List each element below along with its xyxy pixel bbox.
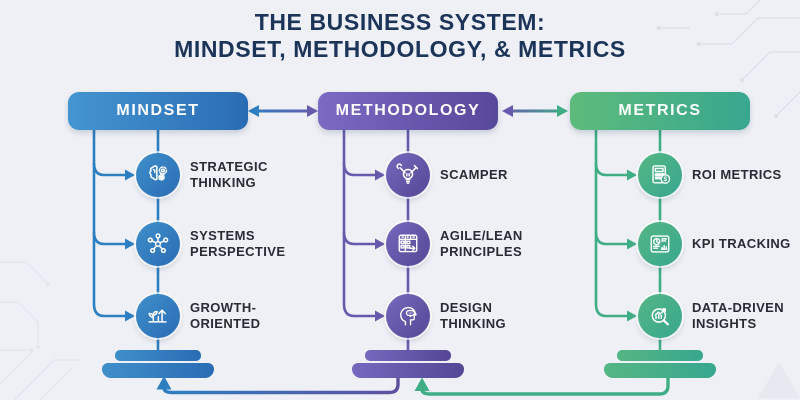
pill-mindset: MINDSET [68,92,248,130]
metrics-item2-circle [638,222,682,266]
mindset-item2-label: SYSTEMS PERSPECTIVE [190,228,286,259]
methodology-item1-label: SCAMPER [440,167,508,182]
page-title: THE BUSINESS SYSTEM: MINDSET, METHODOLOG… [0,9,800,63]
svg-text:$: $ [664,177,668,183]
mindset-item3-label: GROWTH-ORIENTED [190,300,261,331]
pill-methodology: METHODOLOGY [318,92,498,130]
methodology-item2-circle [386,222,430,266]
methodology-item2-label: AGILE/LEAN PRINCIPLES [440,228,523,259]
feedback-arrow-metrics-to-methodology [414,370,670,396]
mindset-item1-circle [136,153,180,197]
pill-methodology-label: METHODOLOGY [335,102,481,119]
pill-mindset-label: MINDSET [116,102,200,119]
pill-metrics-label: METRICS [618,102,702,119]
methodology-item1-circle [386,153,430,197]
metrics-item1-label: ROI METRICS [692,167,782,182]
mindset-item1-label: STRATEGIC THINKING [190,159,268,190]
pedestal-top-bar [365,350,451,361]
metrics-item1-circle: $ [638,153,682,197]
pedestal-top-bar [617,350,703,361]
calculator-dollar-icon: $ [652,165,671,184]
metrics-item3-label: DATA-DRIVEN INSIGHTS [692,300,785,331]
metrics-item3-circle [638,294,682,338]
pedestal-bottom-bar [102,363,214,378]
arrow-methodology-metrics [502,105,568,117]
brain-gears-icon [149,165,168,181]
dashboard-charts-icon [650,235,670,253]
sprout-growth-arrow-icon [148,309,167,323]
feedback-arrow-methodology-to-mindset [156,370,400,395]
title-line1: THE BUSINESS SYSTEM: [254,9,546,35]
head-speech-bubble-icon [400,306,417,326]
pedestal-bottom-bar [352,363,464,378]
arrow-mindset-methodology [248,105,318,117]
methodology-item3-circle [386,294,430,338]
mindset-item3-circle [136,294,180,338]
mindset-item2-circle [136,222,180,266]
kanban-board-arrow-icon [398,234,418,253]
pill-metrics: METRICS [570,92,750,130]
network-nodes-icon [147,233,169,254]
title-line2: MINDSET, METHODOLOGY, & METRICS [174,36,626,62]
pedestal-top-bar [115,350,201,361]
methodology-branch-arrowheads [375,169,385,322]
lightbulb-tools-icon [396,163,419,184]
metrics-branch-arrowheads [627,169,637,322]
magnifier-chart-icon [651,308,669,326]
mindset-branch-arrowheads [125,169,135,322]
metrics-item2-label: KPI TRACKING [692,236,791,251]
pedestal-bottom-bar [604,363,716,378]
methodology-item3-label: DESIGN THINKING [440,300,507,331]
